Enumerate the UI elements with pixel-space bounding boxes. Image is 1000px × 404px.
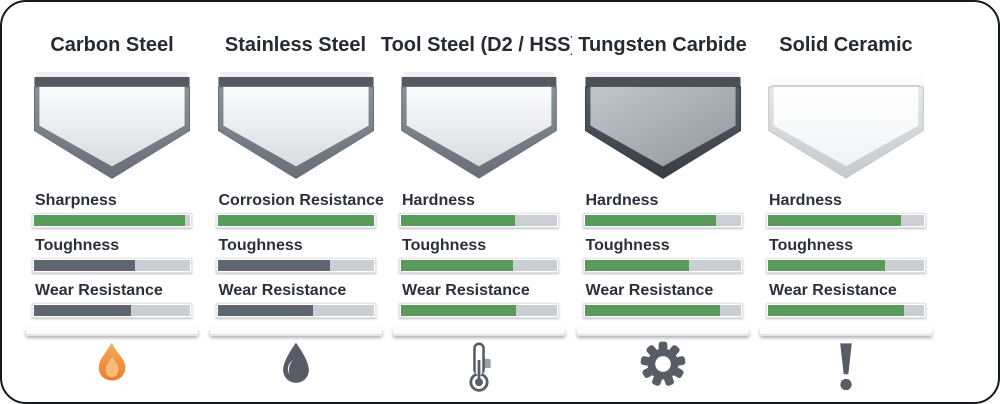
material-column-tungsten-carbide: Tungsten Carbide Hardness Toughness Wear… <box>572 32 753 392</box>
stats-group: Hardness Toughness Wear Resistance <box>399 191 559 326</box>
stat-row: Wear Resistance <box>215 281 376 319</box>
stat-bar <box>582 303 743 319</box>
material-column-carbon-steel: Carbon Steel Sharpness Toughness Wear Re… <box>26 32 198 392</box>
stat-bar <box>399 213 559 229</box>
stat-row: Corrosion Resistance <box>215 191 387 229</box>
stat-row: Wear Resistance <box>582 281 743 319</box>
material-title: Tool Steel (D2 / HSS) <box>374 32 584 58</box>
exclamation-icon <box>838 342 854 392</box>
stat-bar-fill <box>217 215 374 227</box>
stat-bar-fill <box>768 215 901 227</box>
material-column-stainless-steel: Stainless Steel Corrosion Resistance Tou… <box>209 32 387 392</box>
stat-row: Toughness <box>582 236 743 274</box>
stat-row: Toughness <box>32 236 192 274</box>
stat-bar-fill <box>34 215 186 227</box>
stat-row: Toughness <box>766 236 926 274</box>
stat-row: Hardness <box>399 191 559 229</box>
stat-row: Hardness <box>766 191 926 229</box>
stat-row: Wear Resistance <box>32 281 192 319</box>
stat-label: Wear Resistance <box>766 281 900 302</box>
material-title: Solid Ceramic <box>773 32 919 58</box>
stat-bar <box>32 213 192 229</box>
stat-bar <box>32 258 192 274</box>
stat-bar <box>215 213 376 229</box>
tungsten-blade-illustration <box>584 72 741 179</box>
stat-row: Sharpness <box>32 191 192 229</box>
stat-bar <box>766 213 926 229</box>
stat-row: Wear Resistance <box>399 281 559 319</box>
thermometer-icon <box>469 342 491 392</box>
stat-bar-fill <box>768 260 885 272</box>
pedestal-shelf <box>209 328 382 337</box>
stat-bar <box>582 258 743 274</box>
stat-bar <box>766 303 926 319</box>
stat-bar <box>582 213 743 229</box>
pedestal-shelf <box>760 328 932 336</box>
stat-bar <box>215 258 376 274</box>
flame-icon <box>98 342 126 381</box>
stats-group: Hardness Toughness Wear Resistance <box>766 191 926 326</box>
icon-slot <box>278 336 314 392</box>
stat-bar-fill <box>34 305 131 317</box>
material-title: Tungsten Carbide <box>572 32 753 58</box>
stat-bar <box>215 303 376 319</box>
stat-label: Hardness <box>582 191 662 212</box>
stat-bar-fill <box>217 260 330 272</box>
stat-label: Toughness <box>582 236 673 257</box>
stat-bar <box>399 258 559 274</box>
stat-label: Toughness <box>215 236 306 257</box>
material-column-tool-steel: Tool Steel (D2 / HSS) Hardness Toughness… <box>374 32 584 392</box>
water-droplet-icon <box>282 342 309 384</box>
icon-slot <box>89 336 135 392</box>
stat-label: Toughness <box>399 236 490 257</box>
stat-label: Hardness <box>399 191 478 212</box>
stat-bar-fill <box>584 305 721 317</box>
stat-bar-fill <box>401 260 514 272</box>
stat-bar-fill <box>401 215 515 227</box>
ceramic-blade-illustration <box>768 72 924 179</box>
steel-blade-illustration <box>217 72 374 179</box>
icon-slot <box>640 336 686 392</box>
stat-label: Toughness <box>32 236 123 257</box>
gear-icon <box>640 341 685 387</box>
stat-row: Wear Resistance <box>766 281 926 319</box>
stat-bar-fill <box>217 305 313 317</box>
pedestal-shelf <box>393 328 565 336</box>
stats-group: Corrosion Resistance Toughness Wear Resi… <box>215 191 387 326</box>
stat-bar-fill <box>34 260 136 272</box>
material-column-solid-ceramic: Solid Ceramic Hardness Toughness Wear Re… <box>760 32 932 392</box>
stat-label: Wear Resistance <box>399 281 533 302</box>
stat-label: Wear Resistance <box>215 281 350 302</box>
stat-row: Toughness <box>215 236 376 274</box>
stat-label: Sharpness <box>32 191 120 212</box>
stat-label: Wear Resistance <box>582 281 717 302</box>
stats-group: Hardness Toughness Wear Resistance <box>582 191 743 326</box>
steel-blade-illustration <box>33 72 191 179</box>
stat-bar <box>32 303 192 319</box>
stat-bar <box>766 258 926 274</box>
stat-bar <box>399 303 559 319</box>
pedestal-shelf <box>26 328 198 337</box>
stats-group: Sharpness Toughness Wear Resistance <box>32 191 192 326</box>
material-title: Carbon Steel <box>44 32 180 58</box>
pedestal-shelf <box>576 328 749 337</box>
stat-row: Toughness <box>399 236 559 274</box>
material-title: Stainless Steel <box>218 32 373 58</box>
stat-label: Corrosion Resistance <box>215 191 387 212</box>
stat-label: Toughness <box>766 236 857 257</box>
steel-blade-illustration <box>401 72 557 179</box>
icon-slot <box>834 336 858 392</box>
stat-row: Hardness <box>582 191 743 229</box>
stat-bar-fill <box>768 305 904 317</box>
stat-bar-fill <box>584 260 690 272</box>
icon-slot <box>465 336 493 392</box>
stat-label: Hardness <box>766 191 845 212</box>
stat-bar-fill <box>584 215 716 227</box>
stat-label: Wear Resistance <box>32 281 166 302</box>
stat-bar-fill <box>401 305 517 317</box>
